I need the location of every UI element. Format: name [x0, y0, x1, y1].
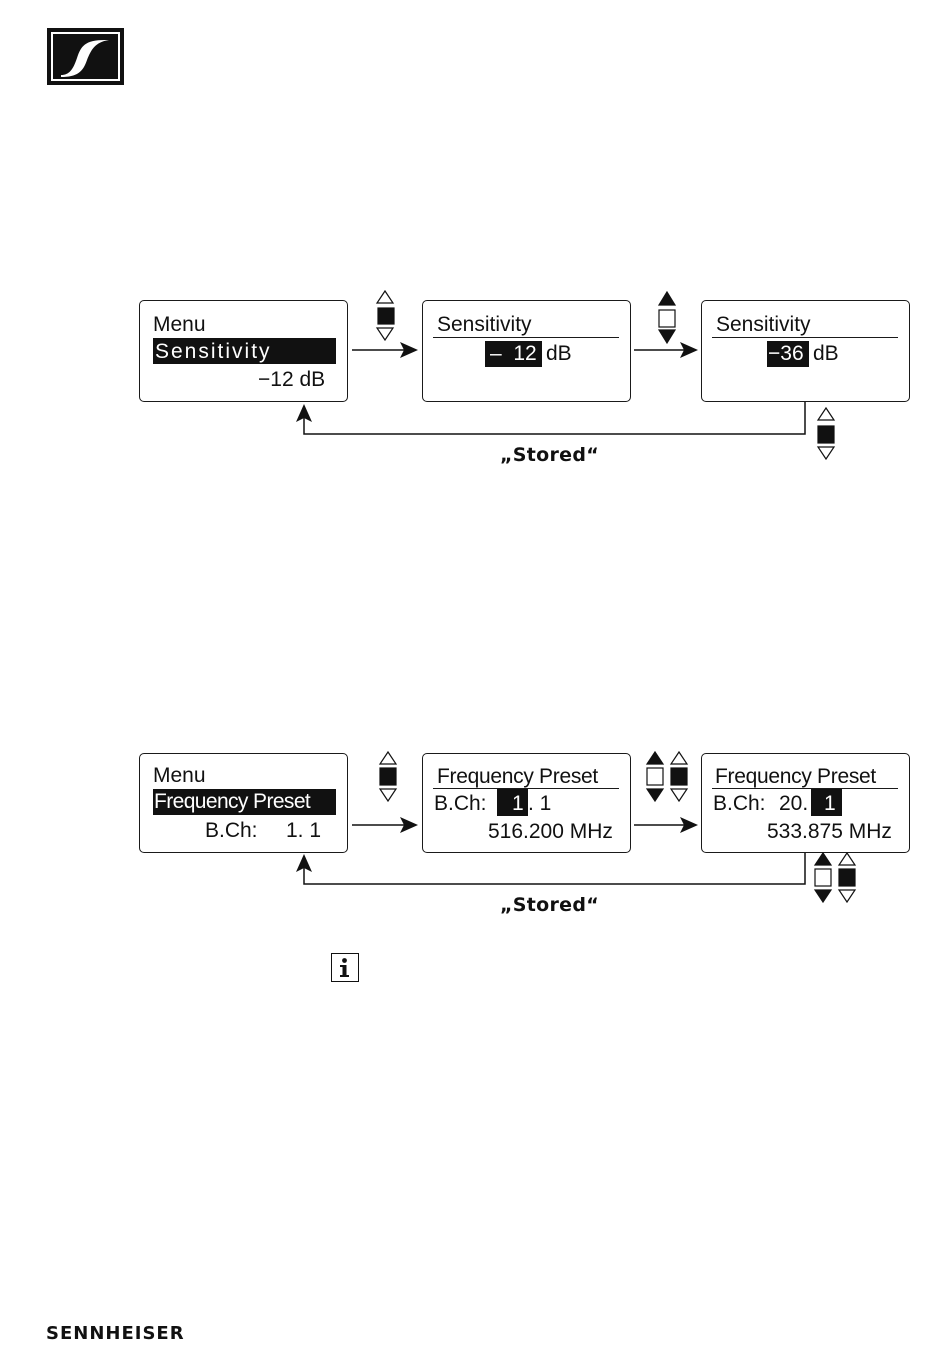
panel-title: Frequency Preset	[437, 766, 598, 787]
return-arrow-icon	[296, 402, 805, 434]
menu-title: Menu	[153, 314, 206, 335]
channel-value: 1	[811, 789, 842, 816]
current-value: −12 dB	[258, 369, 325, 390]
set-key-symbol-icon	[839, 853, 855, 902]
panel-title: Frequency Preset	[715, 766, 876, 787]
stored-label: „Stored“	[500, 894, 599, 916]
menu-title: Menu	[153, 765, 206, 786]
arrow-right-icon	[634, 817, 698, 833]
editable-value: – 12	[485, 341, 542, 367]
info-icon	[331, 953, 359, 982]
brand-wordmark: SENNHEISER	[46, 1323, 185, 1344]
panel-title: Sensitivity	[437, 314, 532, 335]
frequency-value: 533.875 MHz	[767, 821, 892, 842]
selected-menu-item: Frequency Preset	[153, 789, 336, 815]
title-underline	[712, 337, 898, 338]
bank-channel-label: B.Ch:	[434, 793, 487, 814]
bank-value: 20.	[779, 793, 808, 814]
stored-label: „Stored“	[500, 444, 599, 466]
channel-value: . 1	[528, 793, 551, 814]
return-arrow-icon	[296, 853, 805, 884]
set-key-symbol-icon	[818, 408, 834, 459]
unit-label: dB	[813, 343, 839, 364]
up-down-key-symbol-icon	[815, 853, 831, 902]
unit-label: dB	[546, 343, 572, 364]
arrow-right-icon	[352, 817, 418, 833]
up-down-key-symbol-icon	[647, 752, 663, 801]
bank-channel-label: B.Ch:	[205, 820, 258, 841]
set-key-symbol-icon	[671, 752, 687, 801]
bank-value: 1	[497, 789, 528, 816]
selected-menu-item: Sensitivity	[153, 338, 336, 364]
title-underline	[433, 337, 619, 338]
editable-value: −36	[767, 341, 809, 367]
arrow-right-icon	[634, 342, 698, 358]
bank-channel-label: B.Ch:	[713, 793, 766, 814]
frequency-value: 516.200 MHz	[488, 821, 613, 842]
set-key-symbol-icon	[377, 291, 394, 340]
title-underline	[712, 788, 898, 789]
up-down-key-symbol-icon	[659, 292, 675, 343]
sennheiser-logo-icon	[47, 28, 124, 85]
set-key-symbol-icon	[380, 752, 396, 801]
bank-channel-value: 1. 1	[286, 820, 321, 841]
panel-title: Sensitivity	[716, 314, 811, 335]
arrow-right-icon	[352, 342, 418, 358]
